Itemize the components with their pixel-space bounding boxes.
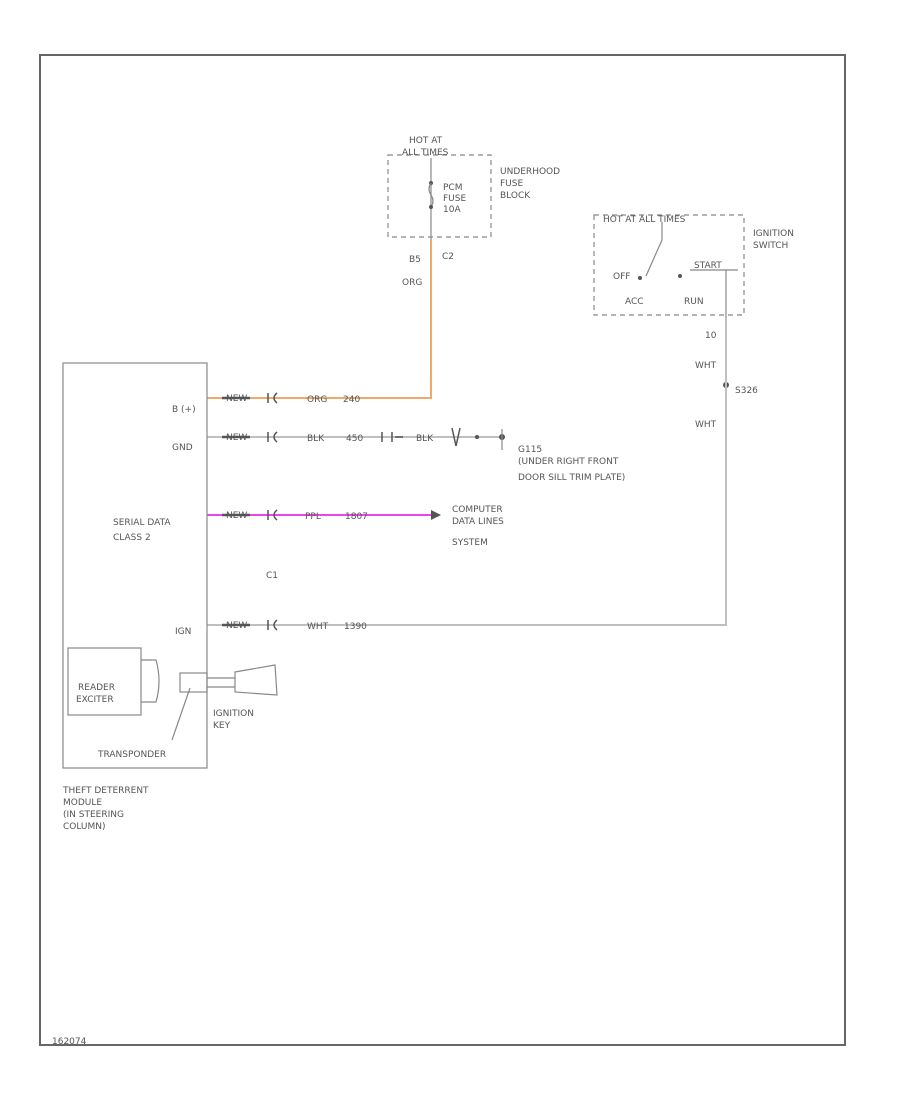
reader-exciter-box <box>67 647 142 716</box>
reader-exciter-coil <box>141 659 160 703</box>
fuse-sub: FUSE <box>443 194 466 204</box>
transponder-label: TRANSPONDER <box>97 750 166 760</box>
ground-desc-2: DOOR SILL TRIM PLATE) <box>518 473 625 483</box>
ignition-title-2: SWITCH <box>753 241 788 251</box>
gnd-wire-circuit: 450 <box>346 434 363 444</box>
data-wire-color: PPL <box>305 512 321 522</box>
fuse-block-title-1: UNDERHOOD <box>500 167 560 177</box>
theft-deterrent-module: B (+) GND SERIAL DATA CLASS 2 IGN READER… <box>62 362 208 769</box>
switch-blade <box>645 239 663 277</box>
fuse-connector: C2 <box>442 252 454 262</box>
gnd-wire-color: BLK <box>307 434 325 444</box>
data-connector-symbol <box>267 509 278 521</box>
data-dest-1: COMPUTER <box>452 505 503 515</box>
fuse-pin: B5 <box>409 255 421 265</box>
gnd-break-symbol <box>451 427 461 447</box>
data-wire-circuit: 1807 <box>345 512 368 522</box>
fuse-name: PCM <box>443 183 462 193</box>
switch-run-contact <box>678 274 682 278</box>
module-pin-bat: B (+) <box>172 405 196 415</box>
ignition-key-label-1: IGNITION <box>213 709 254 719</box>
bat-wire-circuit: 240 <box>343 395 360 405</box>
key-head <box>179 672 208 693</box>
ignition-title-1: IGNITION <box>753 229 794 239</box>
splice-label: S326 <box>735 386 758 396</box>
bat-connector-symbol <box>267 392 278 404</box>
module-pin-serial-2: CLASS 2 <box>113 533 151 543</box>
gnd-wire-color-2: BLK <box>416 434 434 444</box>
module-box <box>62 362 208 769</box>
fuse-amp: 10A <box>443 205 461 215</box>
module-title-3: (IN STEERING <box>63 810 124 820</box>
module-title-4: COLUMN) <box>63 822 106 832</box>
fuse-block-title-3: BLOCK <box>500 191 531 201</box>
fuse-block-boundary <box>387 154 492 238</box>
ignition-hot-label: HOT AT ALL TIMES <box>603 215 686 225</box>
ign-connector-symbol <box>267 619 278 631</box>
module-title-1: THEFT DETERRENT <box>62 786 149 796</box>
gnd-row: NEW BLK 450 BLK G115 (UNDER RIGHT FRONT … <box>222 427 625 483</box>
ground-desc-1: (UNDER RIGHT FRONT <box>518 457 619 467</box>
ignition-key-label-2: KEY <box>213 721 231 731</box>
hot-label-2: ALL TIMES <box>402 148 449 158</box>
fuse-symbol <box>428 182 434 208</box>
ground-id: G115 <box>518 445 542 455</box>
wires <box>207 240 727 626</box>
fuse-block-title-2: FUSE <box>500 179 523 189</box>
gnd-junction <box>475 435 479 439</box>
data-row: NEW PPL 1807 COMPUTER DATA LINES SYSTEM <box>222 505 504 548</box>
gnd-connector-label: NEW <box>226 433 247 443</box>
underhood-fuse-block: HOT AT ALL TIMES PCM FUSE 10A UNDERHOOD … <box>387 136 560 288</box>
ign-connector-label: NEW <box>226 621 247 631</box>
ignition-key-icon <box>171 664 278 741</box>
switch-pos-run: RUN <box>684 297 704 307</box>
bat-wire <box>207 240 432 399</box>
connector-ref: C1 <box>266 571 278 581</box>
data-dest-2: DATA LINES <box>452 517 504 527</box>
hot-label-1: HOT AT <box>409 136 443 146</box>
transponder-pointer <box>171 687 191 741</box>
switch-off-contact <box>638 276 642 280</box>
module-title-2: MODULE <box>63 798 102 808</box>
switch-pos-acc: ACC <box>625 297 644 307</box>
data-connector-label: NEW <box>226 511 247 521</box>
ign-row: NEW WHT 1390 <box>222 619 367 632</box>
module-pin-serial-1: SERIAL DATA <box>113 518 171 528</box>
switch-pos-off: OFF <box>613 272 630 282</box>
module-pin-ign: IGN <box>175 627 191 637</box>
data-arrow-icon <box>431 510 441 520</box>
ignition-pin: 10 <box>705 331 717 341</box>
diagram-frame <box>39 54 846 1046</box>
bat-connector-label: NEW <box>226 394 247 404</box>
reader-exciter-label-2: EXCITER <box>76 695 114 705</box>
reader-exciter-label-1: READER <box>78 683 115 693</box>
bat-wire-color: ORG <box>307 395 327 405</box>
key-bow <box>234 664 278 696</box>
ign-wire-color: WHT <box>307 622 329 632</box>
ignition-switch: HOT AT ALL TIMES IGNITION SWITCH OFF STA… <box>593 214 794 430</box>
gnd-connector-symbol <box>267 431 278 443</box>
fuse-wire-color: ORG <box>402 278 422 288</box>
data-dest-3: SYSTEM <box>452 538 488 548</box>
gnd-inline-connector <box>381 432 403 442</box>
bat-row: NEW ORG 240 <box>222 392 360 405</box>
module-pin-gnd: GND <box>172 443 193 453</box>
ign-wire <box>207 318 727 626</box>
ign-wire-circuit: 1390 <box>344 622 367 632</box>
switch-pos-start: START <box>694 261 722 271</box>
ignition-wire-top: WHT <box>695 361 717 371</box>
fuse-bottom-terminal <box>429 205 433 209</box>
figure-id: 162074 <box>52 1037 87 1047</box>
ignition-wire-bottom: WHT <box>695 420 717 430</box>
ignition-switch-boundary <box>593 214 745 316</box>
